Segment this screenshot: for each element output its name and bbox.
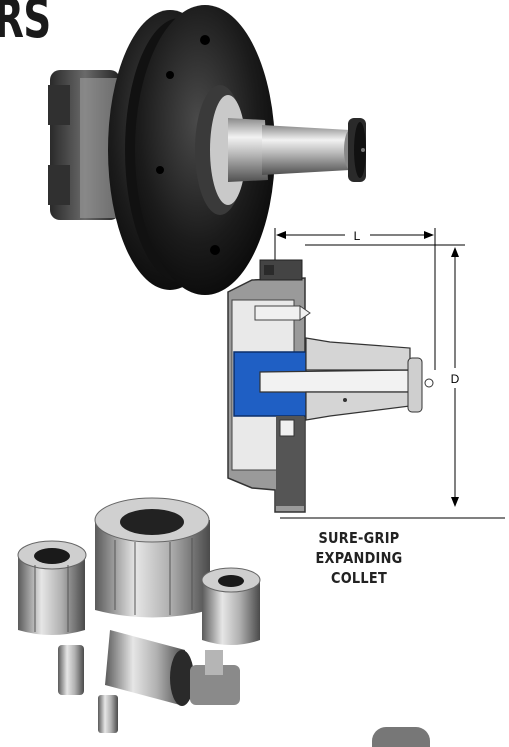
- caption-line1: SURE-GRIP: [318, 529, 400, 547]
- partial-button[interactable]: [372, 727, 430, 747]
- diameter-label: D: [451, 372, 460, 386]
- collet-mini: [98, 695, 118, 733]
- length-label: L: [354, 229, 361, 243]
- collet-small-right: [201, 567, 261, 645]
- collet-medium-left: [17, 540, 87, 635]
- length-dimension: [274, 228, 436, 370]
- chuck-photo: [48, 5, 366, 295]
- caption-line2: EXPANDING COLLET: [315, 549, 403, 587]
- collet-large: [94, 497, 210, 618]
- caption: SURE-GRIP EXPANDING COLLET: [295, 528, 422, 588]
- collet-lying: [105, 630, 194, 706]
- collet-tiny: [58, 645, 84, 695]
- diameter-dimension: [280, 244, 505, 519]
- headline-fragment: RS: [0, 0, 51, 50]
- collets-photo: [17, 497, 261, 733]
- expanding-arbor-piece: [190, 650, 240, 705]
- arbor: [228, 118, 366, 182]
- cross-section-diagram: L D: [227, 228, 505, 519]
- chuck-section: [227, 259, 434, 513]
